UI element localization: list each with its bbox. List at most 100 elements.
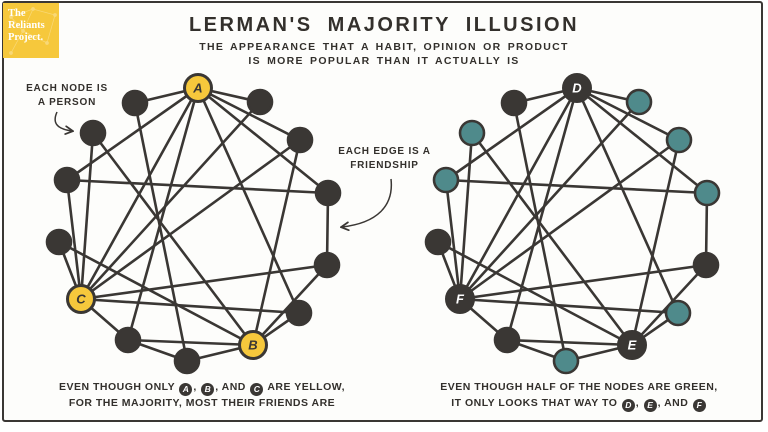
node-letter-label: C xyxy=(76,292,86,307)
subtitle-line-1: THE APPEARANCE THAT A HABIT, OPINION OR … xyxy=(199,41,569,53)
person-node xyxy=(664,299,692,327)
person-node xyxy=(53,166,81,194)
logo-text-line-2: Reliants xyxy=(8,19,45,31)
left-network: A C B xyxy=(45,73,342,375)
person-node xyxy=(493,326,521,354)
person-node xyxy=(458,119,486,147)
person-node xyxy=(45,228,73,256)
person-node-c xyxy=(66,284,96,314)
friendship-edge xyxy=(470,131,634,347)
caption-right: EVEN THOUGH HALF OF THE NODES ARE GREEN,… xyxy=(398,380,760,412)
friendship-edge xyxy=(79,138,302,301)
caption-text: ARE YELLOW, xyxy=(264,381,345,393)
edge-annotation-arrow xyxy=(342,178,393,227)
caption-left-line-2: FOR THE MAJORITY, MOST THEIR FRIENDS ARE xyxy=(22,396,382,412)
person-node xyxy=(500,89,528,117)
person-node xyxy=(693,179,721,207)
node-letter-label: E xyxy=(628,338,637,353)
node-annotation: EACH NODE IS A PERSON xyxy=(6,82,128,110)
person-node xyxy=(114,326,142,354)
friendship-edge xyxy=(458,297,680,315)
friendship-edge xyxy=(444,178,709,195)
friendship-edge xyxy=(57,240,255,347)
caption-left-line-1: EVEN THOUGH ONLY A, B, AND C ARE YELLOW, xyxy=(22,380,382,396)
caption-text: , AND xyxy=(657,396,692,409)
person-node-f xyxy=(445,284,475,314)
node-letter-label: A xyxy=(192,81,202,96)
friendship-edge xyxy=(65,178,83,301)
friendship-edge xyxy=(436,240,634,347)
person-node xyxy=(692,251,720,279)
caption-text: , xyxy=(193,381,201,393)
node-badge-b: B xyxy=(201,383,215,396)
friendship-edge xyxy=(133,101,189,363)
friendship-edge xyxy=(512,101,568,363)
person-node xyxy=(424,228,452,256)
caption-text: IT ONLY LOOKS THAT WAY TO xyxy=(451,396,621,409)
caption-text: EVEN THOUGH HALF OF THE NODES ARE GREEN, xyxy=(440,381,718,393)
friendship-edge xyxy=(79,263,329,301)
caption-text: EVEN THOUGH ONLY xyxy=(58,381,179,393)
reliants-project-logo: The Reliants Project. xyxy=(3,3,59,58)
node-badge-e: E xyxy=(643,398,657,412)
subtitle-line-2: IS MORE POPULAR THAN IT ACTUALLY IS xyxy=(248,55,520,67)
edge-annotation-line-2: FRIENDSHIP xyxy=(350,160,419,171)
node-badge-f: F xyxy=(692,398,706,412)
friendship-edge xyxy=(91,131,255,347)
friendship-edge xyxy=(458,131,474,301)
caption-text: , AND xyxy=(215,381,250,393)
person-node xyxy=(79,119,107,147)
person-node xyxy=(313,251,341,279)
friendship-edge xyxy=(79,131,95,301)
person-node xyxy=(173,347,201,375)
page-title: LERMAN'S MAJORITY ILLUSION xyxy=(188,14,580,36)
node-badge-d: D xyxy=(621,398,635,412)
edge-annotation: EACH EDGE IS A FRIENDSHIP xyxy=(322,145,447,173)
caption-text: , xyxy=(635,396,643,409)
person-node xyxy=(314,179,342,207)
person-node xyxy=(121,89,149,117)
friendship-edge xyxy=(444,86,579,182)
node-letter-label: F xyxy=(456,292,465,307)
friendship-edge xyxy=(196,86,301,315)
person-node xyxy=(625,88,653,116)
node-annotation-arrow xyxy=(54,111,72,131)
friendship-edge xyxy=(458,138,681,301)
node-annotation-line-1: EACH NODE IS xyxy=(26,83,108,94)
friendship-edge xyxy=(196,86,330,195)
person-node xyxy=(552,347,580,375)
right-network: D F E xyxy=(424,73,721,375)
caption-right-line-2: IT ONLY LOOKS THAT WAY TO D, E, AND F xyxy=(398,396,760,412)
person-node xyxy=(665,126,693,154)
friendship-edge xyxy=(126,86,200,342)
person-node xyxy=(432,166,460,194)
friendship-edge xyxy=(65,178,330,195)
node-letter-label: D xyxy=(572,81,582,96)
friendship-edge xyxy=(126,338,255,347)
person-node xyxy=(246,88,274,116)
edge-annotation-line-1: EACH EDGE IS A xyxy=(338,146,431,157)
friendship-edge xyxy=(575,86,680,315)
person-node-e xyxy=(617,330,647,360)
person-node xyxy=(285,299,313,327)
caption-right-line-1: EVEN THOUGH HALF OF THE NODES ARE GREEN, xyxy=(398,380,760,396)
person-node-b xyxy=(238,330,268,360)
friendship-edge xyxy=(458,100,641,301)
friendship-edge xyxy=(444,178,462,301)
node-annotation-line-2: A PERSON xyxy=(37,97,97,108)
friendship-edge xyxy=(575,86,709,195)
friendship-edge xyxy=(79,297,301,315)
node-badge-c: C xyxy=(250,383,264,396)
friendship-edge xyxy=(505,86,579,342)
person-node-a xyxy=(183,73,213,103)
friendship-edge xyxy=(458,263,708,301)
node-letter-label: B xyxy=(248,338,257,353)
friendship-edge xyxy=(79,100,262,301)
logo-text-line-3: Project. xyxy=(8,31,44,43)
friendship-edge xyxy=(505,338,634,347)
person-node xyxy=(286,126,314,154)
caption-left: EVEN THOUGH ONLY A, B, AND C ARE YELLOW,… xyxy=(22,380,382,412)
logo-network-pattern xyxy=(9,7,57,55)
node-badge-a: A xyxy=(179,383,193,396)
